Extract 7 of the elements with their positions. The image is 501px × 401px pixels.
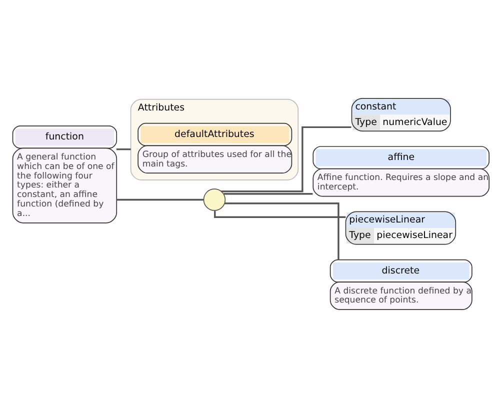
connector: [224, 192, 313, 194]
connector: [221, 126, 352, 192]
connector: [214, 210, 346, 218]
connector: [116, 198, 204, 200]
connector: [116, 148, 131, 150]
connector: [224, 202, 340, 260]
node-circle: [203, 188, 226, 210]
